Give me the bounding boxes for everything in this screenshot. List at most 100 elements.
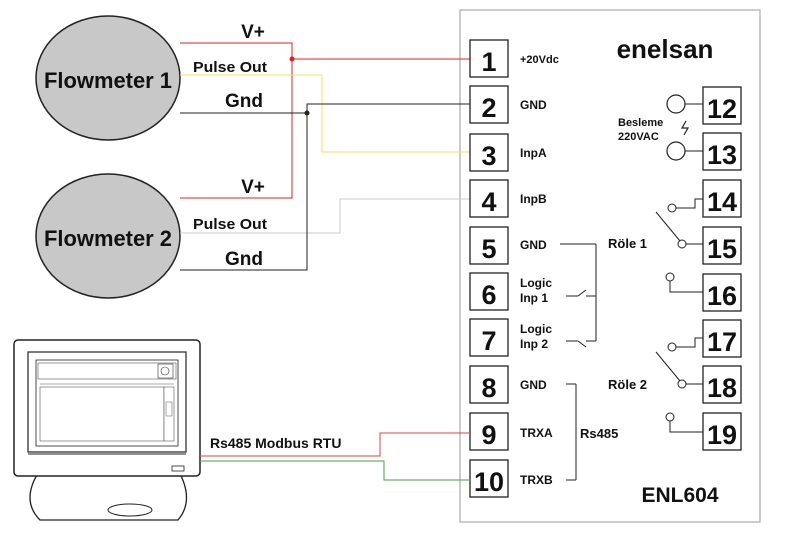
terminal-7-number: 7: [481, 326, 496, 356]
terminal-2-label: GND: [520, 98, 547, 112]
terminal-10-label: TRXB: [520, 473, 553, 487]
vplus-wire-2: [180, 59, 293, 199]
gnd-junction: [304, 110, 310, 116]
terminal-3-number: 3: [481, 141, 496, 171]
rs485-label: Rs485: [580, 426, 618, 441]
power-label-line1: Besleme: [618, 117, 663, 129]
flowmeter-2-label: Flowmeter 2: [44, 226, 172, 251]
relay-2-switch: [655, 351, 681, 382]
terminal-6: 6 Logic Inp 1: [469, 272, 552, 311]
flowmeter-2-body: [35, 173, 181, 299]
terminal-13: 13: [702, 132, 742, 171]
computer-base: [29, 469, 188, 521]
terminal-19: 19: [702, 412, 742, 451]
terminal-15-number: 15: [707, 234, 737, 264]
flowmeter-2-gnd-label: Gnd: [225, 249, 263, 270]
terminal-7: 7 Logic Inp 2: [469, 318, 552, 357]
gnd-wire-1: [180, 103, 470, 114]
terminal-5: 5 GND: [469, 226, 547, 265]
logic-input-circuit: [560, 243, 597, 348]
vplus-wire-1: [180, 42, 470, 60]
flowmeter-1: Flowmeter 1 V+ Pulse Out Gnd: [35, 15, 267, 141]
relay-1: Röle 1: [608, 198, 703, 293]
computer: [13, 339, 201, 521]
terminal-7-label-line1: Logic: [520, 322, 552, 336]
terminal-19-number: 19: [707, 420, 737, 450]
terminal-4-label: InpB: [520, 192, 547, 206]
trxb-wire: [200, 460, 470, 481]
power-label-line2: 220VAC: [618, 131, 659, 143]
terminal-18: 18: [702, 365, 742, 404]
terminal-16: 16: [702, 273, 742, 312]
terminal-2-number: 2: [481, 93, 496, 123]
flowmeter-2-pulse-label: Pulse Out: [193, 216, 267, 233]
pulse2-wire: [180, 198, 470, 234]
terminal-3: 3 InpA: [469, 133, 547, 172]
terminal-14-number: 14: [707, 187, 737, 217]
terminal-17: 17: [702, 319, 742, 358]
terminal-8-label: GND: [520, 378, 547, 392]
power-supply: Besleme 220VAC: [618, 94, 703, 161]
terminal-8: 8 GND: [469, 365, 547, 404]
terminal-9-number: 9: [481, 420, 496, 450]
terminal-9-label: TRXA: [520, 426, 553, 440]
terminal-4: 4 InpB: [469, 179, 547, 218]
terminal-14: 14: [702, 179, 742, 218]
pulse1-wire: [180, 74, 470, 153]
flowmeter-1-gnd-label: Gnd: [225, 91, 263, 112]
relay-1-switch: [655, 211, 681, 242]
terminal-10: 10 TRXB: [469, 459, 553, 498]
power-contact-13: [666, 141, 686, 161]
terminal-6-label-line2: Inp 1: [520, 291, 548, 305]
flowmeter-1-label: Flowmeter 1: [44, 68, 172, 93]
logic-switch-2: [577, 340, 587, 348]
flowmeter-1-vplus-label: V+: [241, 22, 265, 43]
rs485-bracket: Rs485: [566, 383, 618, 481]
model-label: ENL604: [641, 484, 718, 507]
left-terminals: 1 +20Vdc 2 GND 3 InpA 4 InpB 5 GND 6 Log…: [469, 39, 559, 498]
flowmeter-2: Flowmeter 2 V+ Pulse Out Gnd: [35, 173, 267, 299]
vplus-wires: [180, 42, 470, 199]
terminal-13-number: 13: [707, 140, 737, 170]
terminal-1-label: +20Vdc: [520, 54, 559, 66]
lightning-icon: [680, 120, 690, 136]
terminal-12-number: 12: [707, 94, 737, 124]
terminal-5-number: 5: [481, 234, 496, 264]
gnd-wire-2: [180, 104, 308, 271]
terminal-1-number: 1: [481, 47, 496, 77]
terminal-2: 2 GND: [469, 85, 547, 124]
terminal-1: 1 +20Vdc: [469, 39, 559, 78]
terminal-3-label: InpA: [520, 146, 547, 160]
flowmeter-1-pulse-label: Pulse Out: [193, 59, 267, 76]
terminal-6-number: 6: [481, 280, 496, 310]
right-terminals: 12 13 14 15 16 17 18 19: [702, 86, 742, 451]
terminal-17-number: 17: [707, 327, 737, 357]
modbus-label: Rs485 Modbus RTU: [210, 435, 341, 451]
relay-2: Röle 2: [608, 337, 703, 433]
terminal-15: 15: [702, 226, 742, 265]
vplus-junction: [289, 56, 295, 62]
terminal-8-number: 8: [481, 373, 496, 403]
brand-logo: enelsan: [617, 34, 714, 64]
terminal-6-label-line1: Logic: [520, 276, 552, 290]
computer-toolbar: [37, 362, 177, 380]
terminal-5-label: GND: [520, 238, 547, 252]
flowmeter-2-vplus-label: V+: [241, 177, 265, 198]
terminal-7-label-line2: Inp 2: [520, 337, 548, 351]
relay-2-label: Röle 2: [608, 377, 647, 392]
terminal-10-number: 10: [474, 467, 504, 497]
trxa-wire: [200, 432, 470, 457]
power-contact-12: [666, 94, 686, 114]
terminal-12: 12: [702, 86, 742, 125]
relay-1-label: Röle 1: [608, 236, 647, 251]
terminal-16-number: 16: [707, 281, 737, 311]
terminal-9: 9 TRXA: [469, 412, 553, 451]
terminal-4-number: 4: [481, 187, 496, 217]
rs485-wires: Rs485 Modbus RTU: [200, 432, 470, 481]
flowmeter-1-body: [35, 15, 181, 141]
terminal-18-number: 18: [707, 373, 737, 403]
gnd-wires: [180, 103, 470, 271]
logic-switch-1: [577, 289, 587, 297]
